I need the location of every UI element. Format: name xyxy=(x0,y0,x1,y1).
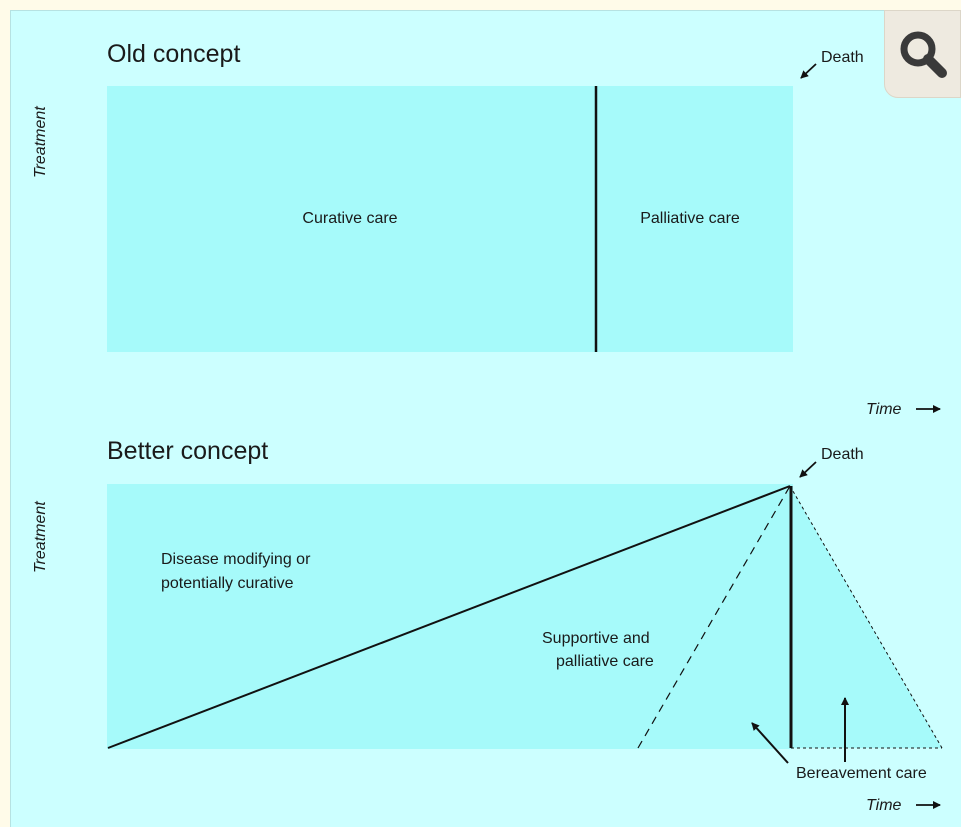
bereavement-dotted-line xyxy=(789,485,943,749)
old-concept-heading: Old concept xyxy=(107,40,240,68)
palliative-care-label: Palliative care xyxy=(640,210,740,227)
old-concept-box xyxy=(107,86,793,352)
better-concept-death-arrow xyxy=(799,461,817,478)
bereavement-arrow-left xyxy=(751,722,789,764)
zoom-button[interactable] xyxy=(884,10,961,98)
disease-modifying-label-line2: potentially curative xyxy=(161,575,294,592)
disease-modifying-boundary-line xyxy=(107,485,791,749)
old-concept-death-label: Death xyxy=(821,49,864,66)
better-concept-heading: Better concept xyxy=(107,437,268,465)
better-concept-treatment-axis-label: Treatment xyxy=(32,501,49,573)
disease-modifying-label-line1: Disease modifying or xyxy=(161,551,311,568)
curative-care-label: Curative care xyxy=(302,210,397,227)
supportive-care-label-line2: palliative care xyxy=(556,653,654,670)
supportive-care-label-line1: Supportive and xyxy=(542,630,650,647)
magnifier-icon xyxy=(900,31,947,78)
better-concept-time-label: Time xyxy=(866,797,902,814)
old-concept-time-label: Time xyxy=(866,401,902,418)
old-concept-treatment-axis-label: Treatment xyxy=(32,106,49,178)
better-concept-death-label: Death xyxy=(821,446,864,463)
old-concept-death-arrow xyxy=(800,63,817,79)
bereavement-care-label: Bereavement care xyxy=(796,765,927,782)
supportive-care-dashed-line xyxy=(637,485,791,749)
